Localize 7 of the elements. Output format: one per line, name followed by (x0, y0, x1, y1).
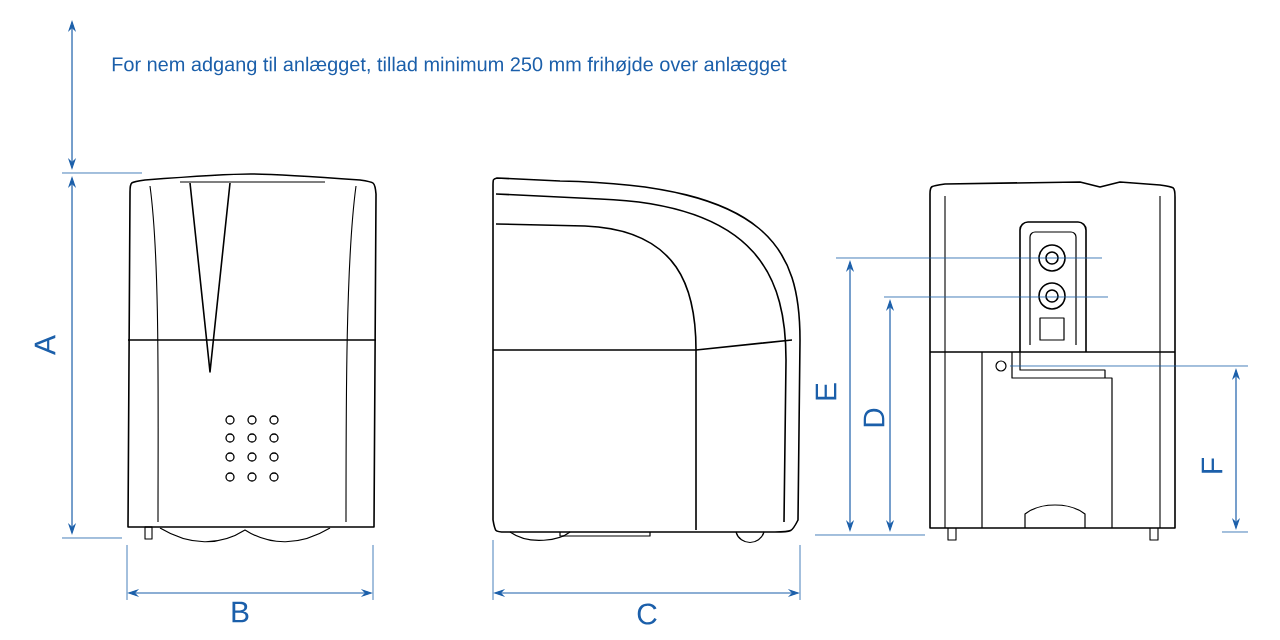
note-text: For nem adgang til anlægget, tillad minimum 250 mm frihøjde over anlægget (112, 56, 787, 76)
dimension-label: A (34, 335, 56, 355)
dimension-label: E (815, 383, 837, 400)
dimension-label: F (1201, 458, 1223, 473)
dimension-label: C (637, 603, 657, 625)
dimension-label: D (863, 408, 885, 427)
dimension-label: B (232, 601, 249, 623)
